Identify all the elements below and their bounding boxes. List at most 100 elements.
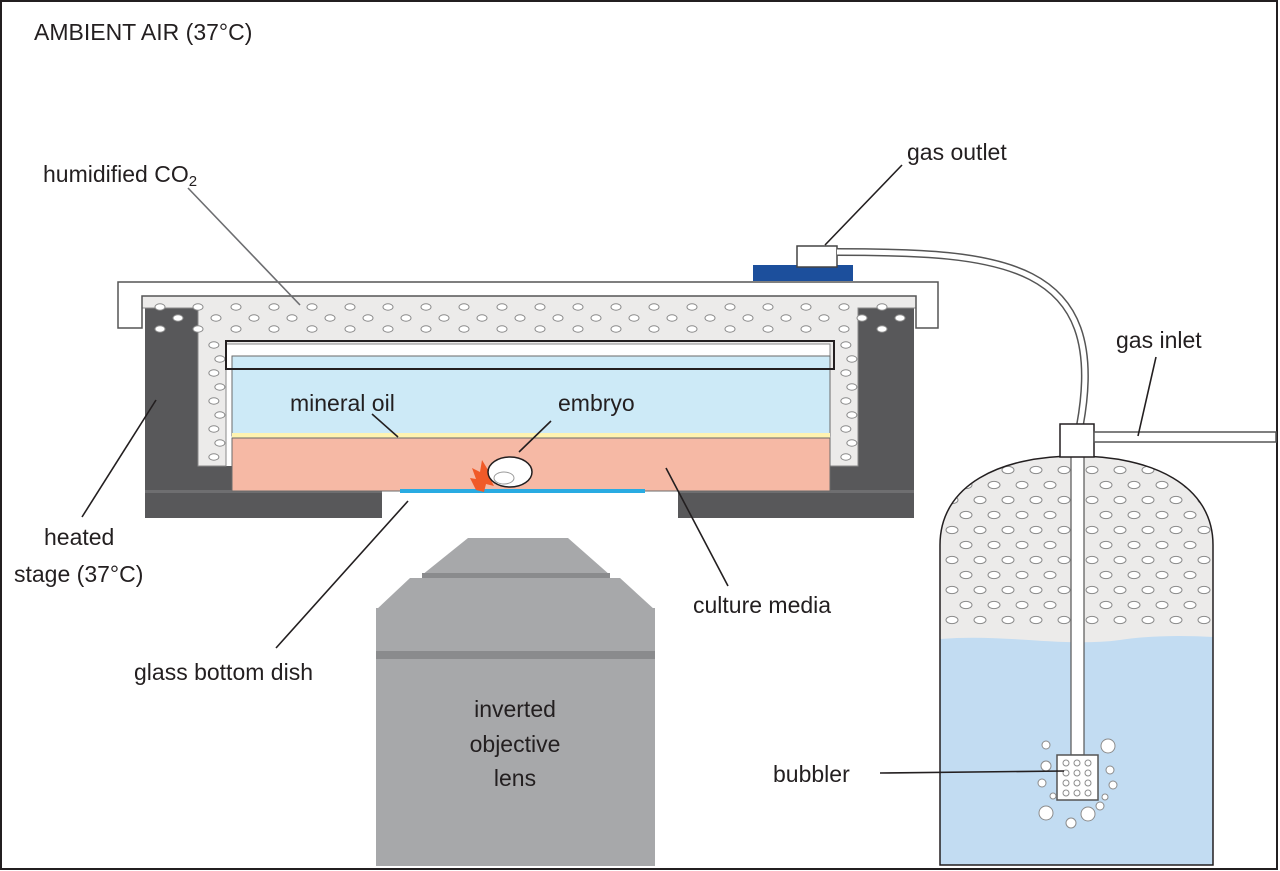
headspace-bubble — [1141, 495, 1155, 505]
bubbler-pore — [1073, 779, 1081, 787]
co2-bubble — [840, 453, 852, 461]
headspace-bubble — [1085, 555, 1099, 565]
co2-bubble — [724, 325, 736, 333]
label-gas-inlet: gas inlet — [1116, 327, 1202, 353]
co2-bubble — [344, 325, 356, 333]
co2-bubble — [856, 314, 868, 322]
bubbler-pore — [1073, 759, 1081, 767]
headspace-bubble — [1085, 525, 1099, 535]
headspace-bubble — [987, 480, 1001, 490]
objective-tip — [422, 538, 610, 575]
rising-bubble — [1040, 760, 1052, 772]
co2-bubble — [840, 369, 852, 377]
objective-body — [376, 659, 655, 866]
headspace-bubble — [1099, 480, 1113, 490]
headspace-bubble — [959, 600, 973, 610]
headspace-bubble — [973, 555, 987, 565]
headspace-bubble — [1197, 585, 1211, 595]
headspace-bubble — [1113, 615, 1127, 625]
co2-bubble — [268, 303, 280, 311]
co2-bubble — [214, 439, 226, 447]
bottle-cap — [1059, 423, 1095, 458]
rising-bubble — [1101, 793, 1109, 801]
headspace-bubble — [1141, 525, 1155, 535]
co2-bubble — [666, 314, 678, 322]
headspace-bubble — [959, 570, 973, 580]
headspace-bubble — [1099, 540, 1113, 550]
label-heated-stage-line2: stage (37°C) — [14, 561, 143, 587]
co2-bubble — [648, 303, 660, 311]
co2-bubble — [686, 325, 698, 333]
leader-embryo — [518, 420, 552, 453]
rising-bubbles — [1037, 738, 1118, 829]
co2-bubble — [704, 314, 716, 322]
co2-bubble — [648, 325, 660, 333]
co2-bubble — [248, 314, 260, 322]
headspace-bubble — [973, 495, 987, 505]
headspace-bubble — [945, 585, 959, 595]
bubbler-pore — [1062, 779, 1070, 787]
headspace-bubble — [1029, 585, 1043, 595]
co2-bubble — [818, 314, 830, 322]
label-glass-bottom-dish: glass bottom dish — [134, 659, 313, 685]
headspace-bubble — [1113, 555, 1127, 565]
headspace-bubble — [1197, 615, 1211, 625]
culture-media — [231, 437, 831, 492]
embryo-marker — [470, 460, 494, 492]
headspace-bubble — [1099, 510, 1113, 520]
label-mineral-oil: mineral oil — [290, 390, 395, 416]
co2-bubble — [534, 325, 546, 333]
headspace-bubble — [1113, 525, 1127, 535]
headspace-bubble — [1029, 615, 1043, 625]
bubbler-pore — [1073, 769, 1081, 777]
label-bubbler: bubbler — [773, 761, 850, 787]
headspace-bubble — [1183, 540, 1197, 550]
co2-bubble — [762, 325, 774, 333]
co2-bubble — [724, 303, 736, 311]
headspace-bubble — [945, 525, 959, 535]
co2-bubble — [192, 303, 204, 311]
oil-media-interface — [232, 433, 830, 438]
co2-bubble — [800, 303, 812, 311]
co2-bubble — [154, 303, 166, 311]
label-objective-line3: lens — [494, 765, 536, 791]
co2-bubble — [610, 325, 622, 333]
headspace-bubble — [1113, 495, 1127, 505]
headspace-bubble — [1001, 465, 1015, 475]
co2-bubble — [846, 383, 858, 391]
headspace-bubble — [1029, 555, 1043, 565]
co2-bubble — [838, 303, 850, 311]
co2-bubble — [306, 325, 318, 333]
co2-bubble — [268, 325, 280, 333]
headspace-bubble — [1169, 615, 1183, 625]
co2-bubble — [838, 325, 850, 333]
rising-bubble — [1105, 765, 1115, 775]
co2-bubble — [362, 314, 374, 322]
headspace-bubble — [1155, 480, 1169, 490]
headspace-bubble — [1169, 585, 1183, 595]
co2-bubble — [458, 325, 470, 333]
co2-bubble — [382, 303, 394, 311]
rising-bubble — [1108, 780, 1118, 790]
headspace-bubble — [1001, 525, 1015, 535]
label-humidified-co2-main: humidified CO — [43, 161, 189, 187]
co2-bubble — [846, 411, 858, 419]
headspace-bubble — [1113, 585, 1127, 595]
headspace-bubble — [1183, 570, 1197, 580]
rising-bubble — [1080, 806, 1096, 822]
headspace-bubble — [1085, 465, 1099, 475]
objective-collar — [376, 608, 655, 652]
headspace-bubble — [987, 600, 1001, 610]
co2-bubble — [154, 325, 166, 333]
headspace-bubble — [1085, 615, 1099, 625]
leader-gas-inlet — [1137, 356, 1157, 437]
co2-bubble — [208, 369, 220, 377]
headspace-bubble — [1197, 525, 1211, 535]
headspace-bubble — [973, 585, 987, 595]
headspace-bubble — [1057, 465, 1071, 475]
headspace-bubble — [987, 570, 1001, 580]
dish-lid — [225, 340, 835, 370]
headspace-bubble — [1141, 615, 1155, 625]
